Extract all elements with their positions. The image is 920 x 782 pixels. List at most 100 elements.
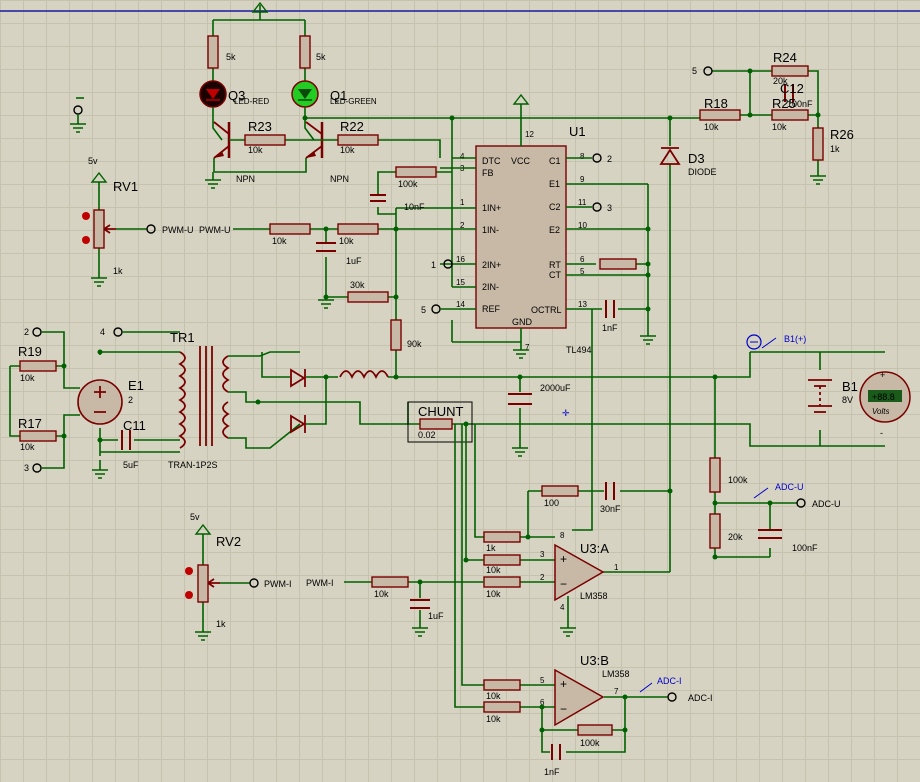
resistor-rt[interactable]: [599, 258, 637, 270]
port-4[interactable]: [113, 327, 123, 337]
resistor-10k-pwm-i[interactable]: [371, 576, 409, 588]
port-c1[interactable]: [592, 153, 602, 163]
resistor-10k-in1m[interactable]: [337, 223, 379, 235]
resistor-shunt[interactable]: [419, 418, 453, 430]
resistor-90k[interactable]: [390, 319, 402, 351]
resistor-r19[interactable]: [19, 360, 57, 372]
probe-adc-i[interactable]: [639, 682, 653, 693]
resistor-30k[interactable]: [347, 291, 389, 303]
probe-adc-u[interactable]: [753, 487, 769, 499]
resistor-100k-divider[interactable]: [709, 457, 721, 493]
battery-b1[interactable]: [808, 379, 832, 413]
led-red[interactable]: [199, 80, 227, 108]
pin-label: CT: [549, 270, 561, 280]
pin-number: 4: [460, 152, 465, 161]
inductor[interactable]: [339, 370, 389, 380]
resistor-5k-led-red[interactable]: [207, 35, 219, 69]
resistor-5k-led-green[interactable]: [299, 35, 311, 69]
value-label: 90k: [407, 339, 422, 349]
capacitor-c12[interactable]: [784, 84, 794, 102]
resistor-10k-u3a-plus[interactable]: [483, 554, 521, 566]
transformer-tr1[interactable]: [178, 346, 230, 449]
diode-rectifier-2[interactable]: [290, 414, 306, 434]
diode-rectifier-1[interactable]: [290, 368, 306, 388]
capacitor-c11[interactable]: [100, 430, 180, 450]
led-green[interactable]: [291, 80, 319, 108]
capacitor-2000uf[interactable]: [508, 393, 532, 405]
ref-u3a: U3:A: [580, 541, 609, 556]
resistor-100k-u3b-feedback[interactable]: [577, 724, 613, 736]
voltmeter[interactable]: +88.8 Volts + -: [859, 370, 911, 438]
resistor-1k[interactable]: [483, 531, 521, 543]
pin-number: 16: [456, 255, 465, 264]
capacitor-1nf-u3b[interactable]: [551, 744, 561, 760]
port-c2[interactable]: [592, 202, 602, 212]
resistor-100[interactable]: [541, 485, 579, 497]
svg-text:+: +: [560, 552, 567, 566]
ac-source-e1[interactable]: [77, 379, 123, 425]
wire: [440, 308, 521, 343]
resistor-r18[interactable]: [699, 109, 741, 121]
capacitor-10nf[interactable]: [370, 194, 386, 202]
value-label: 30k: [350, 280, 365, 290]
pin-number: 5: [540, 676, 545, 685]
capacitor-30nf[interactable]: [605, 482, 615, 500]
model-npn: NPN: [236, 174, 255, 184]
port-adc-i[interactable]: [667, 692, 677, 702]
pin-label: C2: [549, 202, 561, 212]
pin-number: 13: [578, 300, 587, 309]
port-label: PWM-I: [264, 579, 292, 589]
diode-d3[interactable]: [659, 118, 681, 572]
model-transformer: TRAN-1P2S: [168, 460, 218, 470]
value-label: 1k: [830, 144, 840, 154]
resistor-r24[interactable]: [771, 65, 809, 77]
voltmeter-display: +88.8: [872, 392, 895, 402]
ground-terminal[interactable]: [70, 97, 86, 133]
port-5[interactable]: [703, 66, 713, 76]
capacitor-1uf-filter[interactable]: [316, 229, 336, 300]
resistor-10k-u3b-minus[interactable]: [483, 701, 521, 713]
port-pwm-u-out[interactable]: [146, 224, 156, 234]
port-3[interactable]: [32, 463, 42, 473]
pin-number: 7: [525, 343, 530, 352]
resistor-r25[interactable]: [771, 109, 809, 121]
potentiometer-rv1[interactable]: 5v RV1 1k: [82, 156, 138, 287]
voltage-probe-b1[interactable]: [746, 334, 777, 350]
ground-symbol: [412, 625, 428, 637]
value-label: 10k: [486, 565, 501, 575]
resistor-10k-u3b-plus[interactable]: [483, 679, 521, 691]
opamp-u3a[interactable]: + −: [554, 543, 605, 602]
resistor-20k-divider[interactable]: [709, 513, 721, 549]
vcc-terminal[interactable]: [512, 93, 530, 105]
potentiometer-rv2[interactable]: 5v RV2 1k: [185, 512, 241, 641]
power-terminal-top[interactable]: [251, 1, 269, 13]
resistor-10k-pwm-u[interactable]: [269, 223, 311, 235]
resistor-r26[interactable]: [812, 127, 824, 161]
pin-label: GND: [512, 317, 533, 327]
model-lm358: LM358: [580, 591, 608, 601]
resistor-r22[interactable]: [337, 134, 379, 146]
capacitor-1nf-ct[interactable]: [605, 300, 615, 318]
capacitor-100nf-divider[interactable]: [758, 529, 782, 539]
ref-q3: Q3: [228, 88, 245, 103]
opamp-u3b[interactable]: + −: [554, 668, 605, 727]
port-2in-plus[interactable]: [443, 259, 453, 269]
port-adc-u[interactable]: [796, 498, 806, 508]
resistor-r23[interactable]: [244, 134, 286, 146]
value-label: 1nF: [602, 323, 618, 333]
port-ref[interactable]: [431, 304, 441, 314]
resistor-r17[interactable]: [19, 430, 57, 442]
resistor-10k-u3a-minus[interactable]: [483, 576, 521, 588]
port-label: 5: [421, 305, 426, 315]
ref-r24: R24: [773, 50, 797, 65]
port-pwm-i-out[interactable]: [249, 578, 259, 588]
pin-number: 5: [580, 267, 585, 276]
pin-label: FB: [482, 168, 494, 178]
resistor-100k-fb[interactable]: [395, 166, 437, 178]
ic-u1-tl494[interactable]: [475, 145, 567, 329]
ground-symbol: [512, 440, 528, 457]
capacitor-1uf-pwm-i[interactable]: [410, 599, 430, 609]
port-2[interactable]: [32, 327, 42, 337]
model-led-red: LED-RED: [234, 97, 269, 106]
